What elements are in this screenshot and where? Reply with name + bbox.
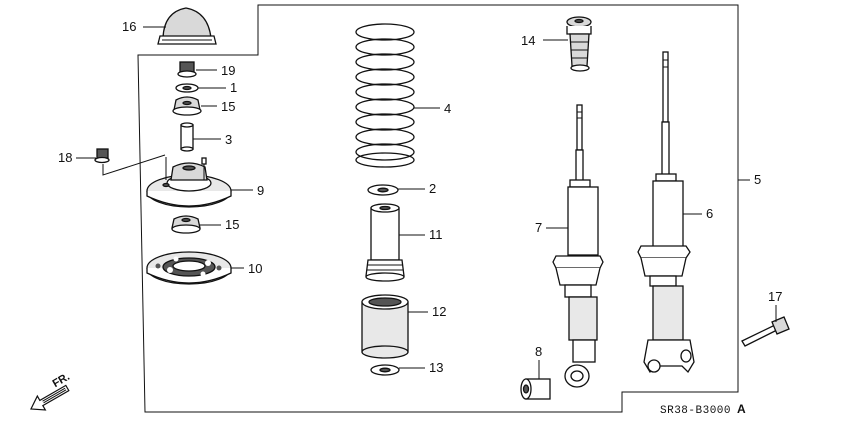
lower-mount-cushion-part <box>171 215 201 234</box>
callout-7: 7 <box>535 220 542 235</box>
front-direction-arrow <box>30 384 70 411</box>
shock-absorber-right-part <box>637 51 695 374</box>
callout-5: 5 <box>754 172 761 187</box>
bushing-part <box>520 378 551 400</box>
leader-lines <box>76 26 777 379</box>
callout-11: 11 <box>429 227 443 242</box>
callout-13: 13 <box>429 360 443 375</box>
callout-6: 6 <box>706 206 713 221</box>
callout-2: 2 <box>429 181 436 196</box>
callout-15-upper: 15 <box>221 99 235 114</box>
dust-boot-part <box>365 203 405 282</box>
mount-base-part <box>146 157 232 208</box>
callout-17: 17 <box>768 289 782 304</box>
assembly-boundary-frame <box>137 4 739 413</box>
nut-leader-line <box>102 154 166 176</box>
callout-14: 14 <box>521 33 535 48</box>
upper-mount-cushion-part <box>172 96 202 116</box>
bump-stop-sleeve-part <box>361 294 409 359</box>
front-direction-label: FR. <box>51 371 72 390</box>
coil-spring-part <box>355 23 415 168</box>
mounting-bolt-part <box>741 316 790 347</box>
lower-washer-part <box>370 364 400 376</box>
diagram-code: SR38-B3000 <box>660 405 731 417</box>
callout-3: 3 <box>225 132 232 147</box>
spring-seat-washer-part <box>367 184 399 196</box>
callout-15-lower: 15 <box>225 217 239 232</box>
washer-part <box>175 83 199 93</box>
callout-9: 9 <box>257 183 264 198</box>
callout-18: 18 <box>58 150 72 165</box>
callout-4: 4 <box>444 101 451 116</box>
mount-seat-plate-part <box>146 251 232 285</box>
callout-16: 16 <box>122 19 136 34</box>
shock-absorber-left-part <box>552 104 604 388</box>
side-nut-part <box>94 148 110 164</box>
flange-nut-part <box>177 61 197 78</box>
diagram-revision-mark: A <box>737 402 746 416</box>
collar-part <box>180 122 194 152</box>
callout-8: 8 <box>535 344 542 359</box>
callout-1: 1 <box>230 80 237 95</box>
dust-cap-part <box>157 7 217 45</box>
top-mount-rubber-part <box>566 16 592 72</box>
callout-10: 10 <box>248 261 262 276</box>
callout-12: 12 <box>432 304 446 319</box>
callout-19: 19 <box>221 63 235 78</box>
